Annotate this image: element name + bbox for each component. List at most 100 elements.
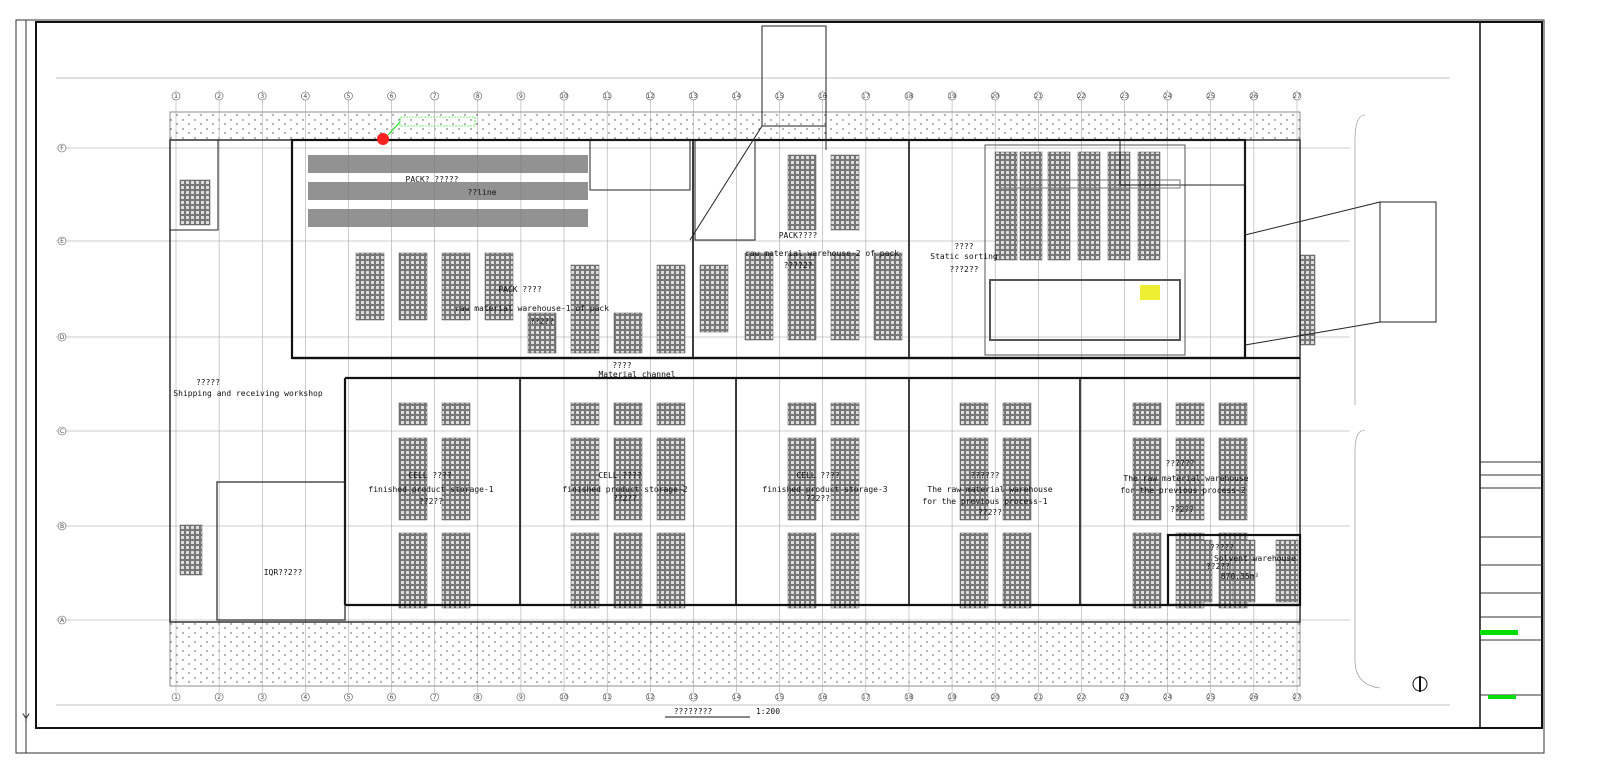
grid-bubble	[387, 91, 396, 101]
label: IQR??2??	[264, 568, 303, 577]
grid-label: A	[60, 617, 65, 624]
label: ??????	[1166, 459, 1195, 468]
label: CELL ????	[408, 471, 452, 480]
grid-label: 15	[776, 93, 784, 100]
grid-label: 7	[433, 93, 437, 100]
title-block-highlight	[1480, 630, 1518, 635]
label: ??2??	[806, 494, 830, 503]
storage-rack	[441, 532, 471, 609]
storage-rack	[527, 312, 557, 354]
grid-bubble	[1163, 91, 1172, 101]
grid-bubble	[516, 692, 526, 702]
grid-bubble	[559, 692, 569, 702]
scale-title: ????????	[674, 707, 713, 716]
grid-bubble	[171, 692, 181, 702]
grid-bubble	[732, 692, 741, 702]
grid-bubble	[257, 692, 267, 702]
storage-rack	[1175, 437, 1205, 521]
storage-rack	[830, 154, 860, 231]
grid-bubble	[689, 692, 698, 702]
label: ??????	[971, 471, 1000, 480]
grid-bubble	[559, 91, 569, 101]
sheet-border	[15, 19, 1545, 754]
grid-label: 8	[476, 93, 480, 100]
grid-bubble	[1077, 91, 1086, 101]
grid-bubble	[990, 692, 1000, 702]
storage-rack	[656, 437, 686, 521]
area-labels: PACK? ????? ??line PACK ???? raw materia…	[173, 175, 1296, 718]
label: PACK ????	[498, 285, 542, 294]
storage-rack	[179, 524, 203, 576]
grid-label: 22	[1078, 694, 1086, 701]
label: CELL ????	[796, 471, 840, 480]
grid-bubble	[171, 91, 181, 101]
grid-label: 16	[819, 694, 827, 701]
north-arrow-icon	[1412, 676, 1428, 692]
storage-rack	[1077, 151, 1101, 261]
grid-label: 27	[1293, 93, 1301, 100]
grid-label: 25	[1207, 694, 1215, 701]
storage-rack	[787, 437, 817, 521]
grid-bubble	[57, 615, 67, 625]
grid-bubble	[602, 692, 612, 702]
grid-bubble	[689, 91, 698, 101]
grid-label: 11	[603, 694, 611, 701]
grid-label: 15	[776, 694, 784, 701]
storage-rack	[959, 532, 989, 609]
storage-rack	[787, 402, 817, 426]
title-block	[1479, 21, 1543, 729]
grid-label: 26	[1250, 694, 1258, 701]
grid-bubble	[430, 91, 439, 101]
storage-rack	[1002, 437, 1032, 521]
label: The raw material warehouse	[927, 485, 1052, 494]
storage-rack	[959, 437, 989, 521]
grid-label: 2	[217, 93, 221, 100]
grid-bubble	[861, 91, 871, 101]
pack-production-lines	[308, 155, 588, 227]
storage-rack	[1002, 532, 1032, 609]
label: raw material warehouse-2 of pack	[745, 249, 899, 258]
storage-rack	[994, 151, 1018, 261]
label: Static sorting	[930, 252, 998, 261]
paving-strip-north	[169, 111, 1301, 141]
label: ??2??	[978, 508, 1002, 517]
storage-rack	[613, 532, 643, 609]
grid-bubble	[947, 91, 957, 101]
label: ??2??	[1170, 505, 1194, 514]
grid-bubble	[516, 91, 526, 101]
grid-label: C	[60, 428, 64, 435]
grid-label: 19	[948, 93, 956, 100]
grid-bubble	[645, 692, 655, 702]
green-annotation	[399, 116, 476, 127]
grid-bubble	[1292, 91, 1302, 101]
grid-bubble	[1163, 692, 1172, 702]
storage-rack	[830, 402, 860, 426]
grid-bubble	[1292, 692, 1302, 702]
grid-bubble	[473, 692, 483, 702]
label: finished product storage-1	[368, 485, 493, 494]
grid-bubble	[904, 692, 914, 702]
storage-rack	[830, 532, 860, 609]
label: ??2??	[1206, 562, 1230, 571]
grid-label: F	[60, 145, 64, 152]
grid-bubble	[344, 692, 353, 702]
label: finished product storage-3	[762, 485, 887, 494]
grid-label: 23	[1121, 93, 1129, 100]
grid-label: E	[60, 238, 64, 245]
y-axis-marker: Y	[22, 711, 30, 725]
grid-label: 21	[1034, 93, 1042, 100]
label: for the previous process-1	[922, 497, 1047, 506]
label: ????2?	[784, 261, 813, 270]
grid-bubble	[818, 91, 828, 101]
grid-label: 23	[1121, 694, 1129, 701]
storage-rack	[656, 402, 686, 426]
storage-rack	[398, 252, 428, 321]
grid-bubble	[1034, 692, 1043, 702]
grid-label: 4	[303, 694, 307, 701]
label: ????	[954, 242, 973, 251]
storage-rack	[656, 532, 686, 609]
label: ??2??	[419, 497, 443, 506]
grid-bubble	[301, 692, 310, 702]
storage-rack	[830, 252, 860, 341]
storage-rack	[1132, 402, 1162, 426]
